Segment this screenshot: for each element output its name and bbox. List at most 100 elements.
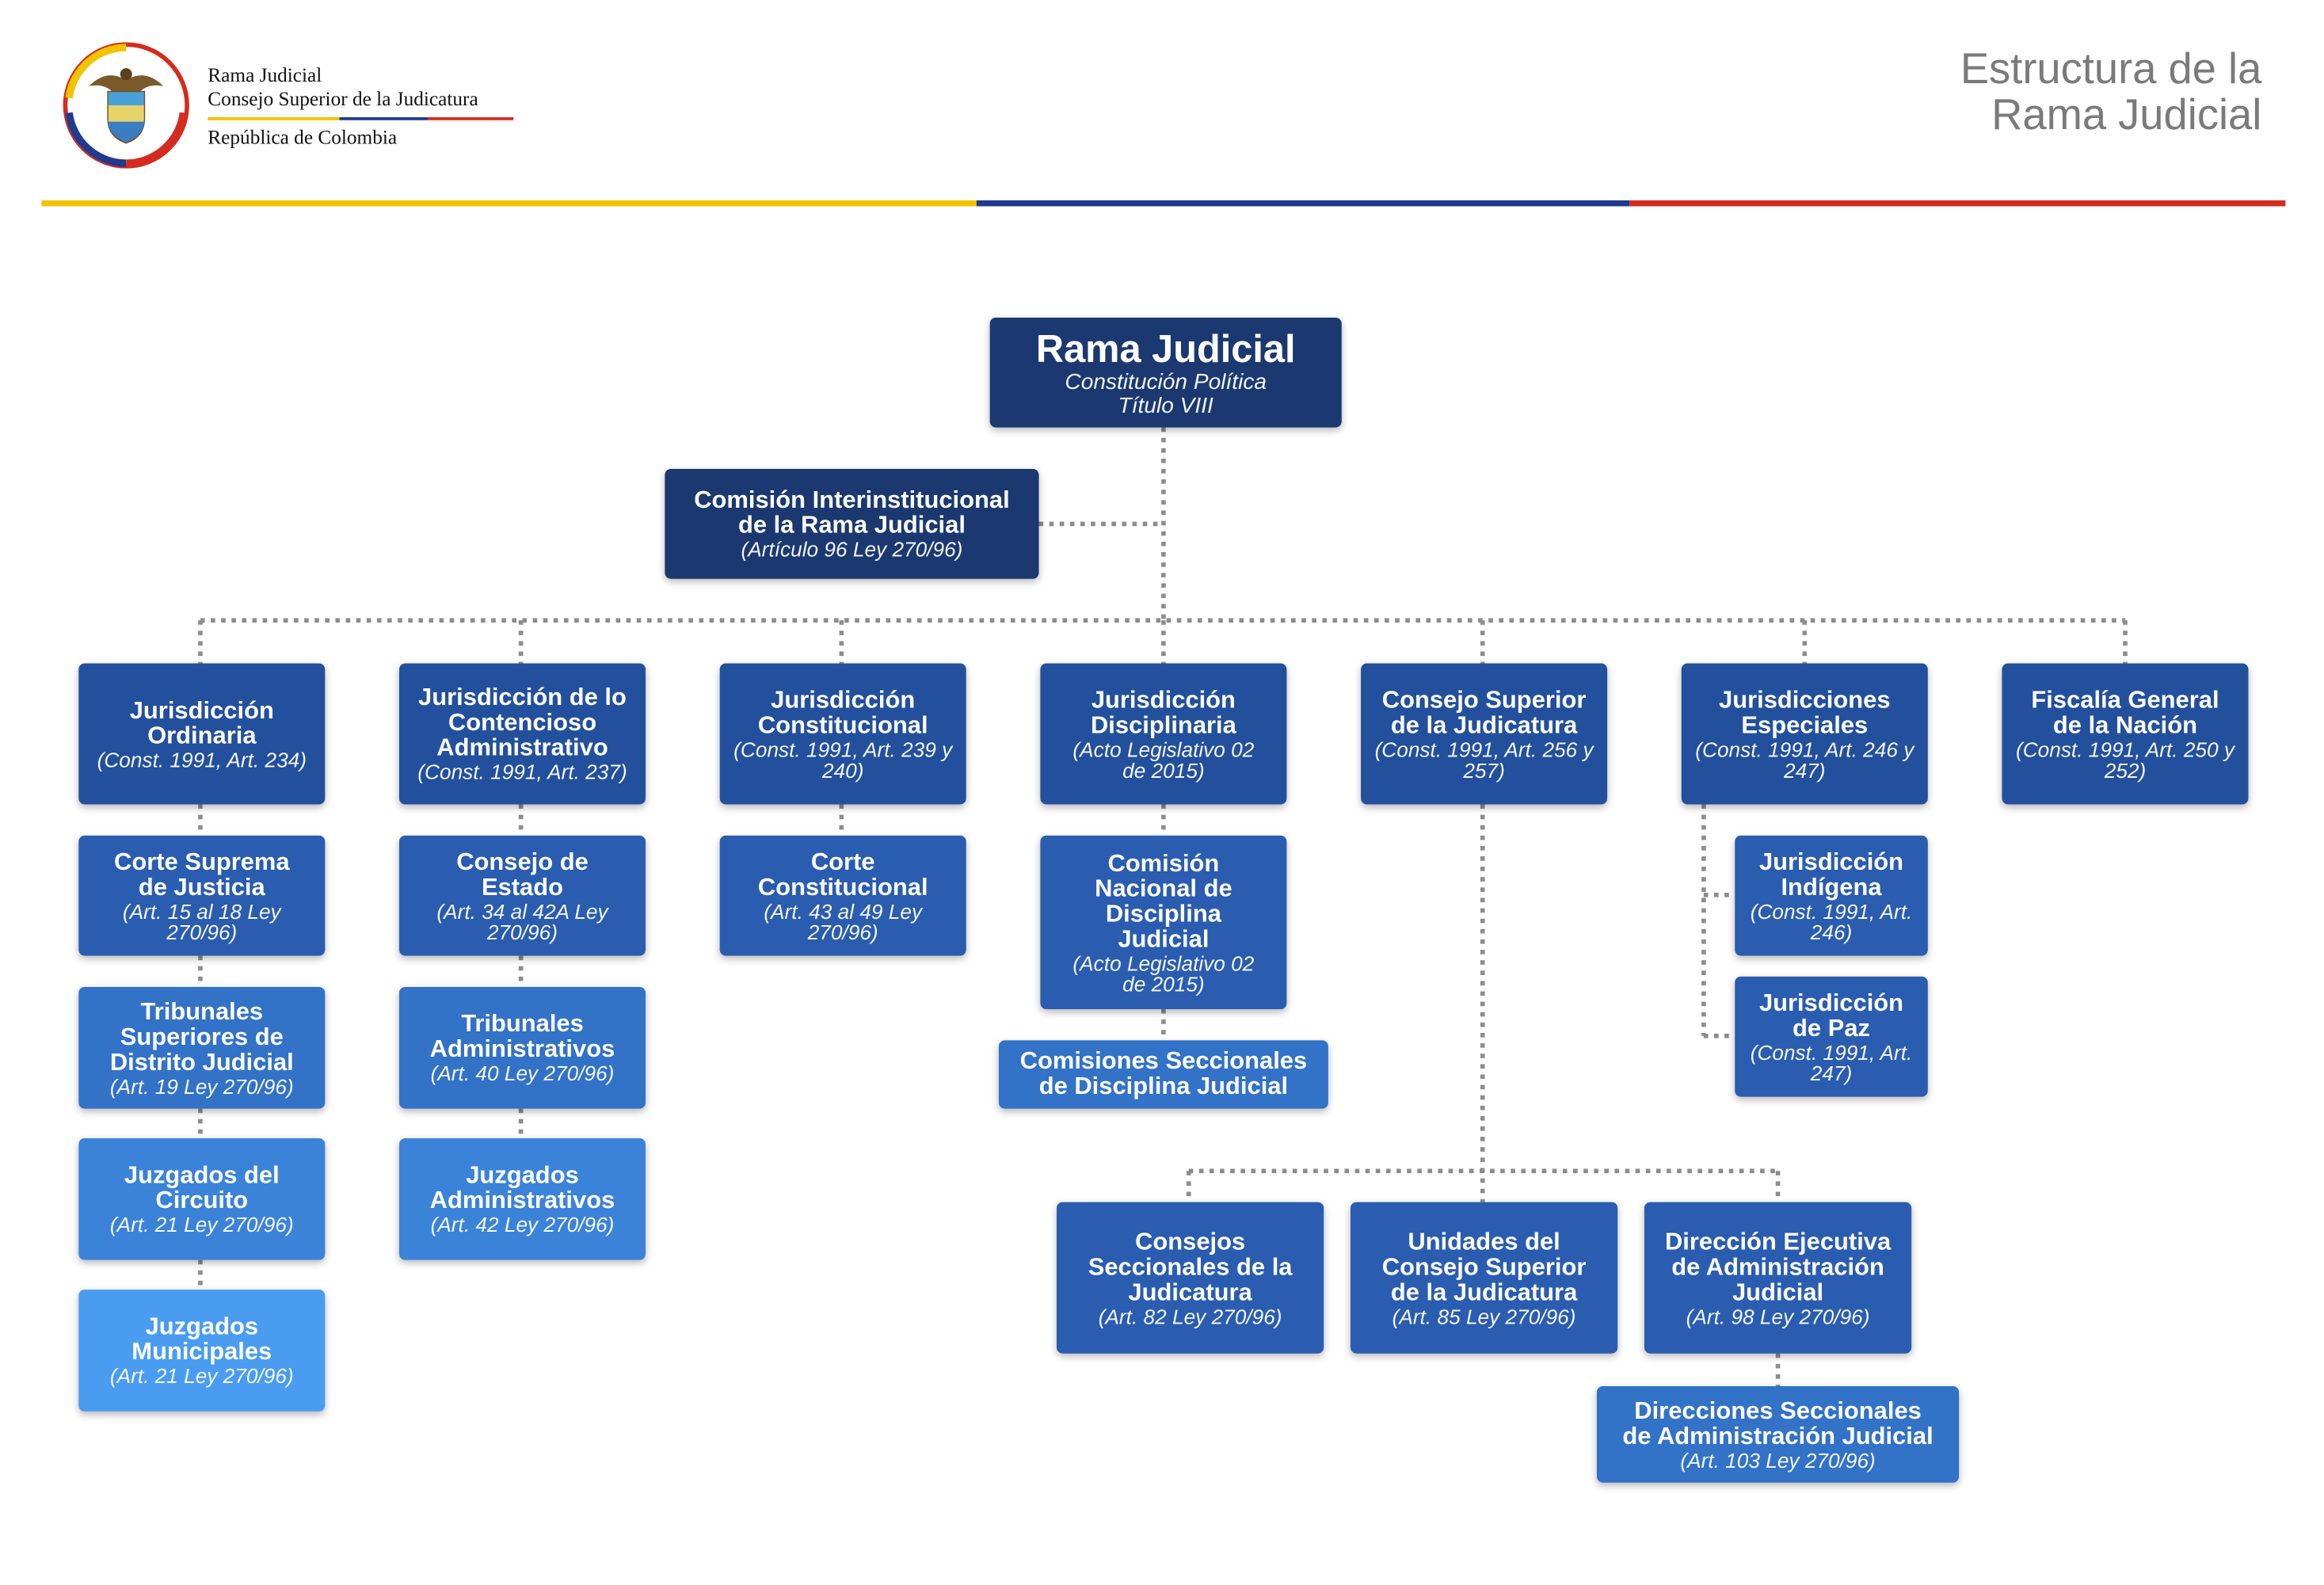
node-jurisdiccion-indigena: Jurisdicción Indígena (Const. 1991, Art.…: [1735, 835, 1928, 956]
node-corte-suprema: Corte Suprema de Justicia (Art. 15 al 18…: [78, 835, 326, 956]
org-line-1: Rama Judicial: [208, 63, 322, 86]
node-title: Rama Judicial: [1035, 326, 1296, 371]
node-title: Dirección Ejecutiva: [1664, 1228, 1892, 1255]
node-title: Direcciones Seccionales: [1634, 1396, 1922, 1424]
node-juzgados-administrativos: Juzgados Administrativos (Art. 42 Ley 27…: [398, 1138, 646, 1260]
org-line-2: Consejo Superior de la Judicatura: [208, 87, 478, 110]
node-subtitle: de 2015): [1122, 971, 1205, 996]
node-title: de Justicia: [138, 873, 265, 901]
flag-bar-blue: [976, 200, 1630, 207]
node-subtitle: 270/96): [487, 919, 558, 943]
node-title: Tribunales: [461, 1010, 584, 1038]
node-title: Judicial: [1118, 925, 1210, 952]
node-title: Administrativo: [436, 734, 608, 762]
node-title: Judicatura: [1128, 1278, 1252, 1305]
node-subtitle: 247): [1784, 757, 1826, 782]
node-title: Comisión: [1107, 849, 1220, 877]
node-subtitle: (Const. 1991, Art. 237): [417, 760, 627, 784]
node-comision-interinstitucional: Comisión Interinstitucional de la Rama J…: [665, 469, 1039, 579]
node-title: Estado: [481, 873, 564, 901]
node-jurisdiccion-paz: Jurisdicción de Paz (Const. 1991, Art. 2…: [1735, 976, 1928, 1097]
node-subtitle: (Art. 21 Ley 270/96): [109, 1212, 294, 1236]
node-subtitle: (Const. 1991, Art. 234): [97, 747, 307, 772]
node-subtitle: (Art. 98 Ley 270/96): [1686, 1303, 1870, 1328]
node-title: Jurisdicciones: [1719, 686, 1891, 714]
node-subtitle: (Art. 21 Ley 270/96): [109, 1363, 294, 1388]
node-subtitle: 240): [821, 757, 864, 782]
node-subtitle: (Const. 1991, Art.: [1750, 898, 1913, 923]
node-corte-constitucional: Corte Constitucional (Art. 43 al 49 Ley …: [719, 835, 966, 956]
coat-of-arms-seal-icon: [63, 42, 189, 169]
node-title: Especiales: [1741, 711, 1869, 739]
node-title: Consejo Superior: [1381, 1253, 1587, 1280]
page-title: Estructura de la Rama Judicial: [1960, 47, 2262, 140]
node-jurisdicciones-especiales: Jurisdicciones Especiales (Const. 1991, …: [1681, 663, 1928, 805]
flag-bar-yellow: [41, 200, 977, 207]
node-title: Contencioso: [448, 709, 597, 737]
node-subtitle: 257): [1463, 757, 1505, 782]
node-unidades-consejo-superior: Unidades del Consejo Superior de la Judi…: [1350, 1202, 1618, 1354]
node-title: Administrativos: [429, 1187, 615, 1214]
node-title: Unidades del: [1408, 1228, 1560, 1255]
node-subtitle: (Artículo 96 Ley 270/96): [741, 537, 963, 562]
node-title: de la Nación: [2052, 711, 2198, 739]
node-subtitle: (Acto Legislativo 02: [1072, 951, 1255, 975]
node-title: Jurisdicción: [129, 696, 274, 724]
node-title: Distrito Judicial: [109, 1048, 294, 1076]
node-title: Judicial: [1732, 1278, 1824, 1305]
node-title: Jurisdicción: [1091, 686, 1236, 714]
node-juzgados-circuito: Juzgados del Circuito (Art. 21 Ley 270/9…: [78, 1138, 326, 1260]
node-title: de la Rama Judicial: [737, 512, 966, 539]
node-subtitle: (Art. 19 Ley 270/96): [109, 1073, 294, 1098]
node-subtitle: Constitución Política: [1065, 369, 1267, 395]
node-subtitle: 270/96): [166, 919, 238, 943]
node-subtitle: (Const. 1991, Art. 246 y: [1695, 737, 1914, 761]
node-subtitle: (Art. 42 Ley 270/96): [430, 1212, 615, 1236]
node-title: Disciplina: [1105, 900, 1221, 928]
node-title: Seccionales de la: [1088, 1253, 1293, 1280]
node-comision-nacional-disciplina: Comisión Nacional de Disciplina Judicial…: [1040, 835, 1287, 1010]
node-juzgados-municipales: Juzgados Municipales (Art. 21 Ley 270/96…: [78, 1290, 326, 1412]
flag-rule: [208, 117, 514, 120]
node-subtitle: Título VIII: [1118, 393, 1213, 419]
node-subtitle: (Acto Legislativo 02: [1072, 737, 1255, 761]
node-jurisdiccion-constitucional: Jurisdicción Constitucional (Const. 1991…: [719, 663, 966, 805]
node-title: Superiores de: [120, 1023, 284, 1050]
flag-bar-red: [1629, 200, 2286, 207]
node-title: Comisión Interinstitucional: [694, 486, 1010, 514]
node-subtitle: (Art. 82 Ley 270/96): [1098, 1303, 1282, 1328]
node-title: de Disciplina Judicial: [1038, 1073, 1289, 1100]
node-title: Corte Suprema: [114, 848, 290, 875]
node-title: de la Judicatura: [1390, 1278, 1578, 1305]
node-title: de Administración Judicial: [1622, 1422, 1933, 1450]
node-title: Consejo de: [456, 848, 589, 875]
node-tribunales-administrativos: Tribunales Administrativos (Art. 40 Ley …: [398, 986, 646, 1109]
node-jurisdiccion-ordinaria: Jurisdicción Ordinaria (Const. 1991, Art…: [78, 663, 326, 805]
node-subtitle: (Art. 40 Ley 270/96): [430, 1061, 615, 1085]
node-rama-judicial: Rama Judicial Constitución Política Títu…: [989, 317, 1342, 428]
node-title: Indígena: [1781, 873, 1882, 901]
node-subtitle: 270/96): [807, 919, 878, 943]
node-title: Jurisdicción: [771, 686, 916, 714]
node-title: Nacional de: [1095, 874, 1232, 902]
node-title: Corte: [810, 848, 875, 875]
node-title: Disciplinaria: [1090, 711, 1236, 739]
node-title: Consejos: [1135, 1228, 1246, 1255]
node-subtitle: (Art. 43 al 49 Ley: [764, 898, 923, 923]
node-subtitle: (Const. 1991, Art. 250 y: [2015, 737, 2235, 761]
node-direccion-ejecutiva: Dirección Ejecutiva de Administración Ju…: [1644, 1202, 1912, 1354]
node-title: de la Judicatura: [1390, 711, 1578, 739]
node-consejo-estado: Consejo de Estado (Art. 34 al 42A Ley 27…: [398, 835, 646, 956]
node-subtitle: (Art. 15 al 18 Ley: [122, 898, 281, 923]
node-title: de Administración: [1671, 1253, 1884, 1280]
node-title: Comisiones Seccionales: [1019, 1047, 1308, 1075]
node-subtitle: 247): [1810, 1060, 1853, 1084]
node-title: Jurisdicción: [1758, 848, 1904, 875]
node-title: Tribunales: [140, 997, 264, 1025]
node-subtitle: (Const. 1991, Art. 239 y: [733, 737, 953, 761]
node-subtitle: de 2015): [1122, 757, 1205, 782]
node-title: Constitucional: [757, 711, 928, 739]
page-title-line-2: Rama Judicial: [1991, 92, 2262, 140]
node-jurisdiccion-disciplinaria: Jurisdicción Disciplinaria (Acto Legisla…: [1040, 663, 1287, 805]
node-consejo-superior: Consejo Superior de la Judicatura (Const…: [1361, 663, 1608, 805]
